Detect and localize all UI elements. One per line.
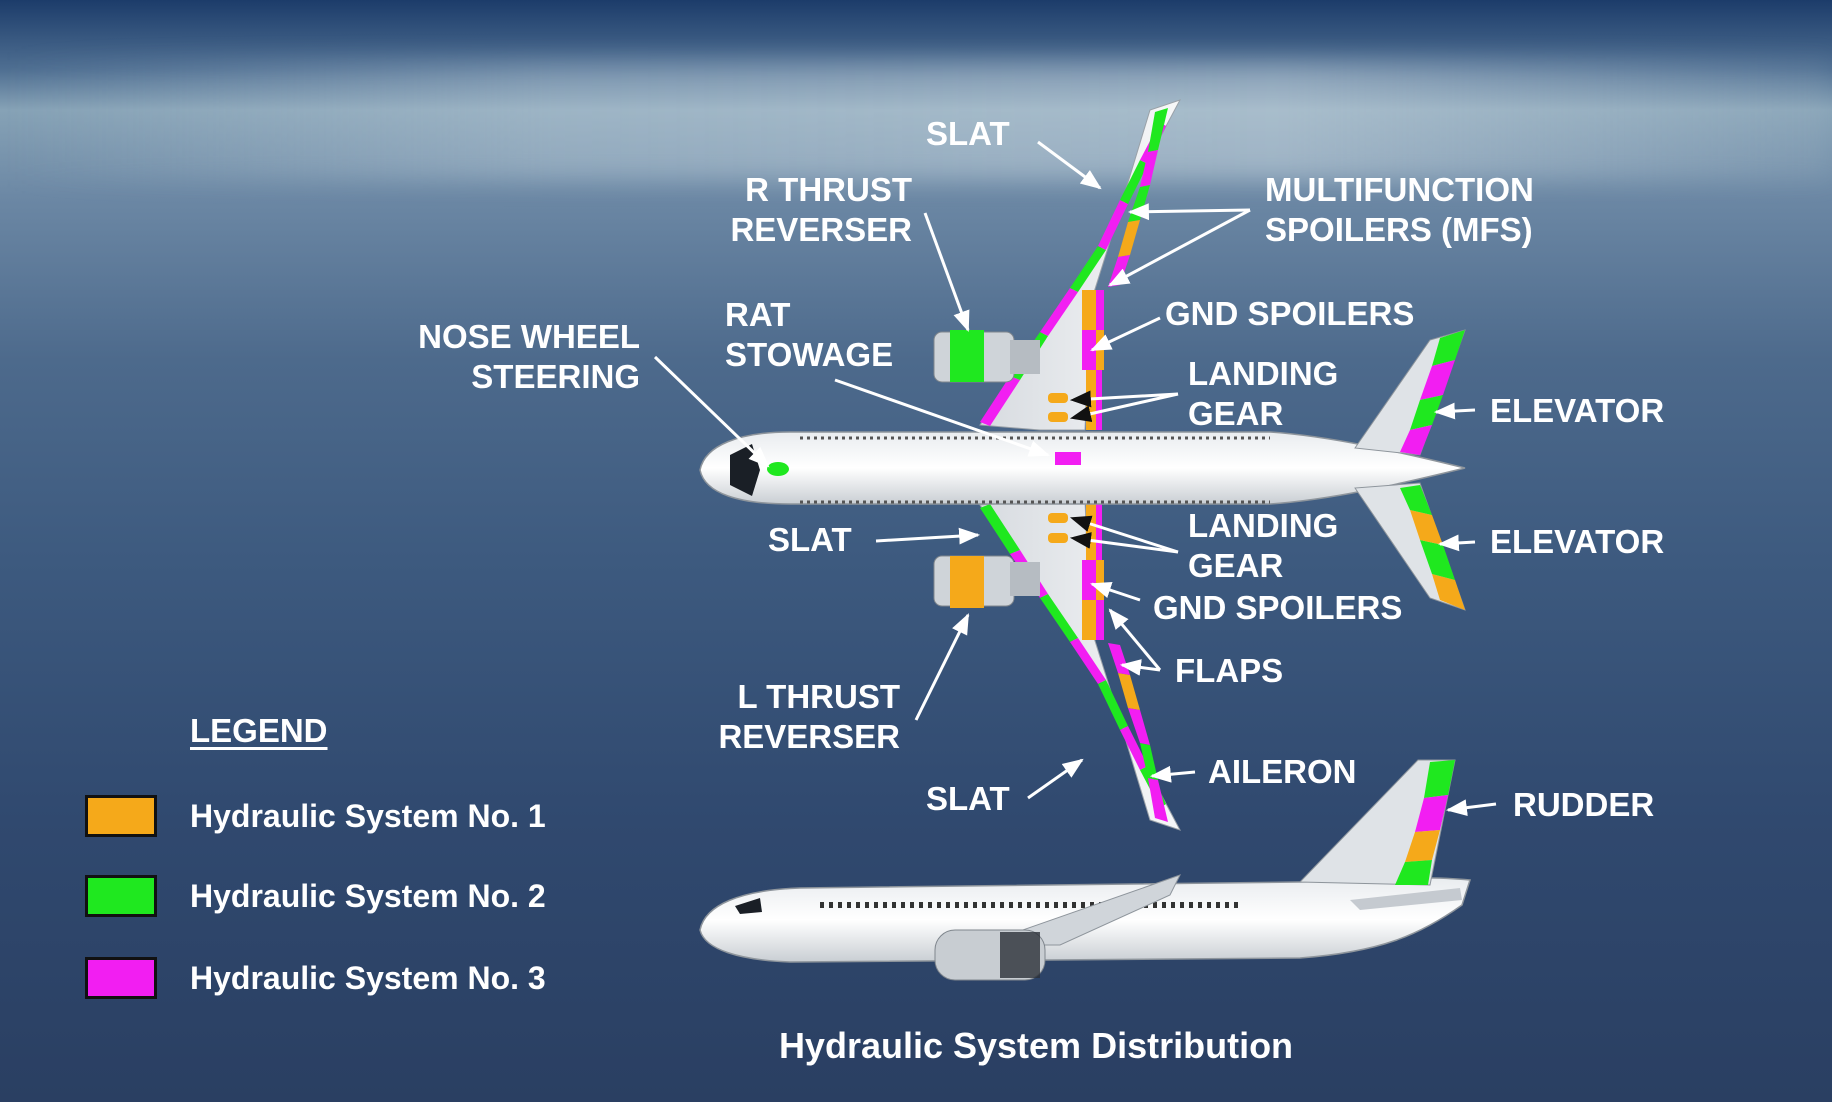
legend-label-system-3: Hydraulic System No. 3 <box>190 959 546 996</box>
label-rudder: RUDDER <box>1513 786 1655 823</box>
label-gnd-spoilers-top: GND SPOILERS <box>1165 295 1415 332</box>
label-slat-mid: SLAT <box>768 521 852 558</box>
label-mfs-line1: MULTIFUNCTION <box>1265 171 1534 208</box>
label-multifunction-spoilers: MULTIFUNCTION SPOILERS (MFS) <box>1265 170 1534 250</box>
label-landing-gear-bottom-line1: LANDING <box>1188 507 1339 544</box>
label-l-thrust-reverser-line1: L THRUST <box>737 678 900 715</box>
label-l-thrust-reverser-line2: REVERSER <box>718 718 900 755</box>
fuselage <box>699 431 1466 505</box>
side-view-aircraft <box>699 759 1471 981</box>
legend-item-system-1: Hydraulic System No. 1 <box>85 792 546 840</box>
label-slat-top: SLAT <box>926 115 1010 152</box>
label-aileron: AILERON <box>1208 753 1357 790</box>
top-view-aircraft <box>699 99 1466 831</box>
label-nose-wheel-line2: STEERING <box>471 358 640 395</box>
label-rat-stowage: RAT STOWAGE <box>725 295 893 375</box>
label-slat-bottom: SLAT <box>926 780 1010 817</box>
legend-item-system-2: Hydraulic System No. 2 <box>85 872 546 920</box>
label-rat-stowage-line1: RAT <box>725 296 791 333</box>
left-elevator <box>1400 485 1465 610</box>
label-r-thrust-reverser: R THRUST REVERSER <box>700 170 912 250</box>
legend-item-system-3: Hydraulic System No. 3 <box>85 954 546 1002</box>
label-landing-gear-bottom-line2: GEAR <box>1188 547 1284 584</box>
label-rat-stowage-line2: STOWAGE <box>725 336 894 373</box>
landing-gear-markers <box>1048 393 1068 543</box>
label-landing-gear-top-line2: GEAR <box>1188 395 1284 432</box>
label-landing-gear-top-line1: LANDING <box>1188 355 1339 392</box>
label-flaps: FLAPS <box>1175 652 1284 689</box>
label-landing-gear-top: LANDING GEAR <box>1188 354 1338 434</box>
label-elevator-bottom: ELEVATOR <box>1490 523 1665 560</box>
label-nose-wheel-line1: NOSE WHEEL <box>418 318 640 355</box>
legend-title: LEGEND <box>190 712 328 749</box>
rat-stowage-marker <box>1055 452 1081 465</box>
right-engine <box>933 330 1040 383</box>
label-nose-wheel-steering: NOSE WHEEL STEERING <box>400 317 640 397</box>
legend-swatch-system-3 <box>85 957 157 999</box>
side-cockpit <box>735 898 762 914</box>
legend-swatch-system-1 <box>85 795 157 837</box>
label-landing-gear-bottom: LANDING GEAR <box>1188 506 1338 586</box>
nose-wheel-marker <box>767 462 789 476</box>
label-r-thrust-reverser-line2: REVERSER <box>730 211 912 248</box>
sky-cloud-band <box>0 60 1832 180</box>
label-mfs-line2: SPOILERS (MFS) <box>1265 211 1533 248</box>
callout-arrows <box>653 140 1497 816</box>
legend-label-system-2: Hydraulic System No. 2 <box>190 877 546 914</box>
diagram-caption: Hydraulic System Distribution <box>778 1025 1294 1066</box>
label-gnd-spoilers-bottom: GND SPOILERS <box>1153 589 1403 626</box>
label-r-thrust-reverser-line1: R THRUST <box>745 171 912 208</box>
label-elevator-top: ELEVATOR <box>1490 392 1665 429</box>
legend-label-system-1: Hydraulic System No. 1 <box>190 797 546 834</box>
legend-swatch-system-2 <box>85 875 157 917</box>
rudder-stripes <box>1395 760 1455 885</box>
label-l-thrust-reverser: L THRUST REVERSER <box>690 677 900 757</box>
left-engine <box>933 555 1040 608</box>
